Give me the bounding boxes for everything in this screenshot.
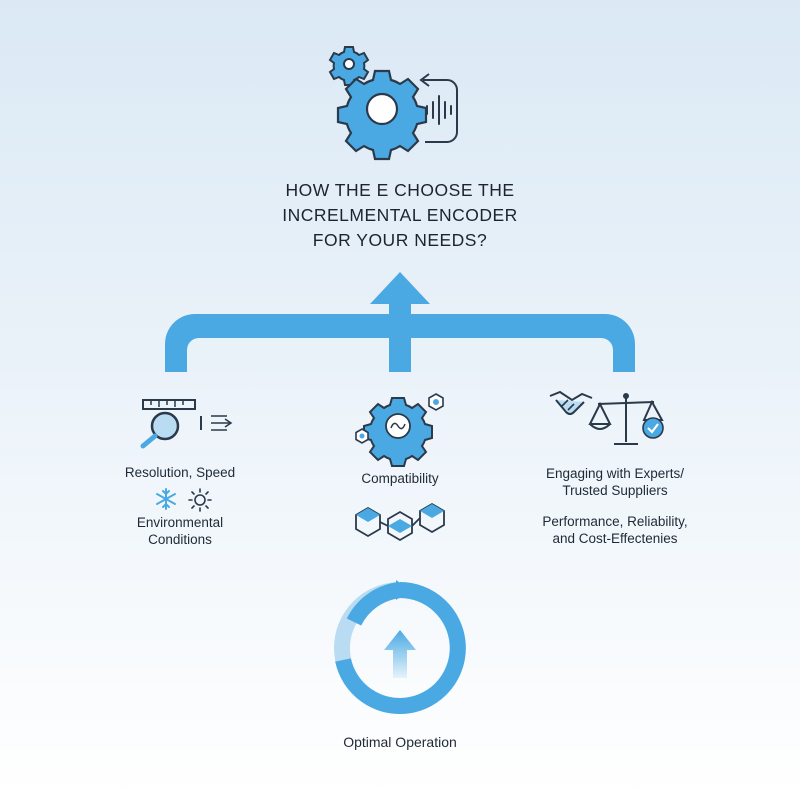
title-line-2: INCRELMENTAL ENCODER [282, 205, 518, 225]
factor-resolution-speed: Resolution, Speed [124, 465, 236, 480]
gear-chip-icon [350, 390, 450, 467]
perf-line-1: Performance, Reliability, [542, 514, 688, 529]
sun-icon [188, 488, 212, 512]
factor-environmental-conditions: Environmental Conditions [95, 514, 265, 548]
perf-line-2: and Cost-Effectenies [552, 531, 678, 546]
experts-line-1: Engaging with Experts/ [545, 466, 685, 481]
factor-experts-suppliers: Engaging with Experts/ Trusted Suppliers [520, 465, 710, 499]
cycle-arrow-icon [330, 578, 470, 718]
outcome-optimal-operation: Optimal Operation [343, 734, 457, 750]
ruler-magnifier-icon [135, 398, 235, 449]
env-line-1: Environmental [136, 515, 224, 530]
snowflake-icon [155, 488, 177, 510]
handshake-icon [548, 388, 594, 422]
page-title: HOW THE E CHOOSE THE INCRELMENTAL ENCODE… [200, 178, 600, 253]
env-line-2: Conditions [148, 532, 212, 547]
factor-compatibility: Compatibility [361, 471, 439, 486]
gears-signal-icon [325, 40, 475, 161]
converging-arrow [165, 272, 635, 382]
factor-performance-reliability: Performance, Reliability, and Cost-Effec… [515, 513, 715, 547]
experts-line-2: Trusted Suppliers [562, 483, 668, 498]
balance-scale-icon [586, 392, 666, 450]
title-line-3: FOR YOUR NEEDS? [312, 230, 488, 250]
hex-cube-chain-icon [352, 496, 448, 546]
title-line-1: HOW THE E CHOOSE THE [285, 180, 515, 200]
